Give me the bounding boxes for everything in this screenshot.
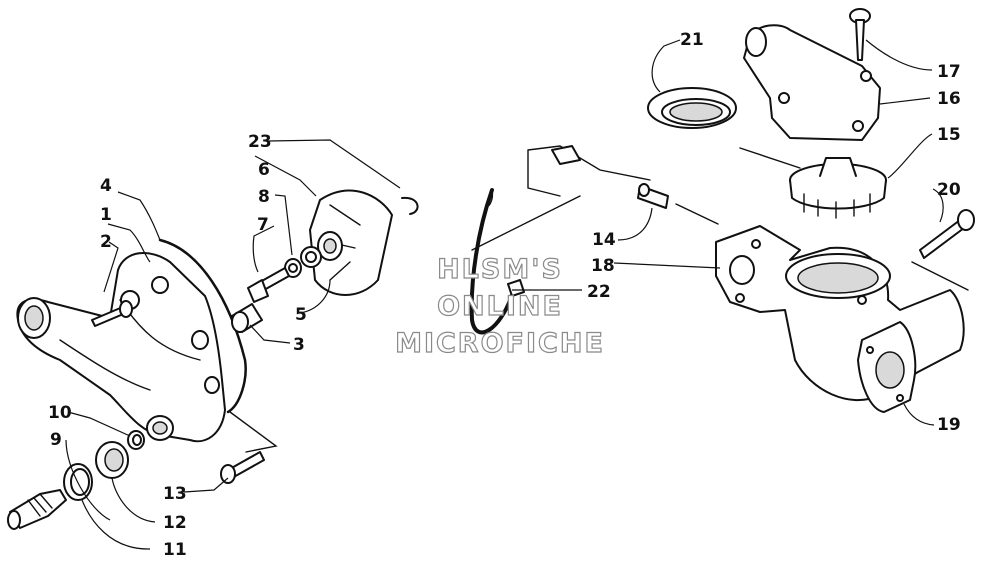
callout-19: 19 [937, 415, 961, 435]
thermostat-15 [789, 157, 887, 219]
bolt-17 [849, 8, 871, 61]
callout-1: 1 [100, 205, 112, 225]
watermark-line-1: HLSM'S [437, 254, 563, 285]
callout-3: 3 [293, 335, 305, 355]
spacer-3 [231, 303, 263, 333]
callout-11: 11 [163, 540, 187, 560]
housing-screw [91, 300, 133, 327]
drain-plug-9 [7, 489, 67, 530]
bolt-13 [220, 451, 265, 484]
washer-5 [300, 246, 322, 268]
callout-22: 22 [587, 282, 611, 302]
washer-11 [63, 463, 93, 501]
washer-8 [284, 258, 302, 278]
callout-2: 2 [100, 232, 112, 252]
washer-10 [127, 430, 145, 450]
callout-8: 8 [258, 187, 270, 207]
callout-16: 16 [937, 89, 961, 109]
callout-5: 5 [295, 305, 307, 325]
clip-23 [401, 196, 419, 215]
callout-6: 6 [258, 160, 270, 180]
seal-21 [647, 87, 737, 129]
callout-20: 20 [937, 180, 961, 200]
callout-17: 17 [937, 62, 961, 82]
callout-14: 14 [592, 230, 616, 250]
callout-12: 12 [163, 513, 187, 533]
callout-13: 13 [163, 484, 187, 504]
callout-10: 10 [48, 403, 72, 423]
gasket-19 [857, 321, 917, 413]
callout-7: 7 [257, 215, 269, 235]
impeller-6 [309, 189, 393, 296]
callout-9: 9 [50, 430, 62, 450]
watermark-line-3: MICROFICHE [395, 328, 605, 359]
callout-21: 21 [680, 30, 704, 50]
hose-tie-22 [469, 188, 514, 335]
pump-housing [16, 251, 226, 443]
callout-15: 15 [937, 125, 961, 145]
bolt-7 [247, 267, 290, 303]
callout-23: 23 [248, 132, 272, 152]
gasket-4 [158, 238, 247, 414]
outlet-cover-16 [743, 24, 881, 141]
seal-12 [95, 441, 129, 479]
watermark-line-2: ONLINE [437, 291, 563, 322]
fitting-14 [637, 183, 669, 209]
callout-18: 18 [591, 256, 615, 276]
callout-4: 4 [100, 176, 112, 196]
bolt-20 [919, 209, 975, 259]
